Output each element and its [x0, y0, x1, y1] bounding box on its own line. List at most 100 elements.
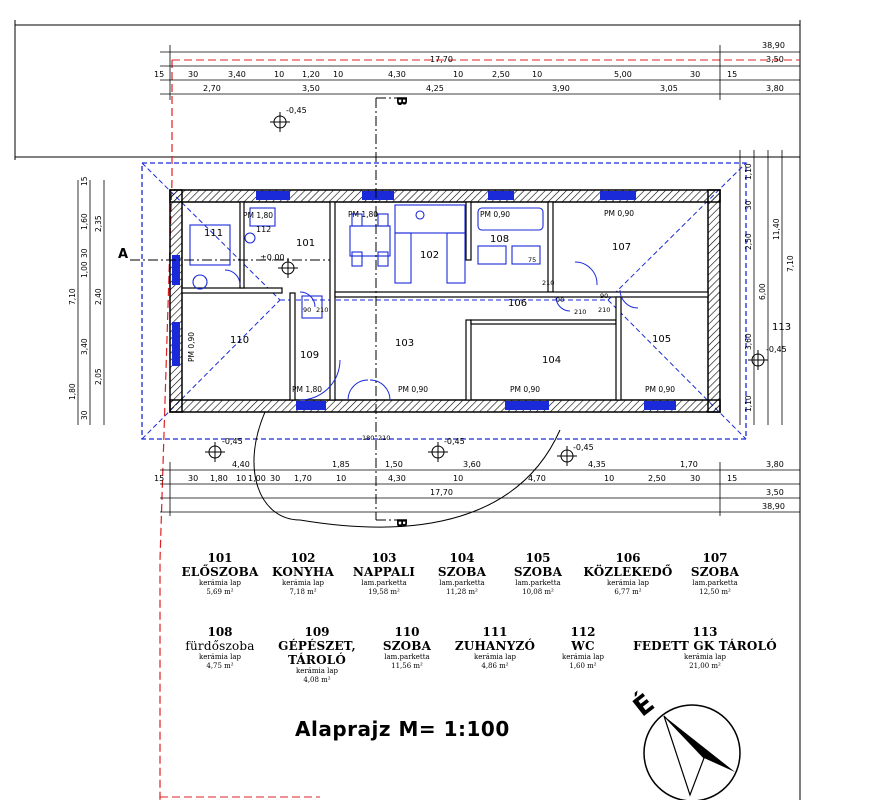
legend-room-109: 109 GÉPÉSZET, TÁROLÓ kerámia lap 4,08 m²	[278, 625, 356, 685]
svg-text:30: 30	[690, 70, 700, 79]
svg-text:4,25: 4,25	[426, 84, 444, 93]
plan-room-108: 108	[490, 234, 509, 245]
section-label-b-top: B	[393, 96, 408, 106]
svg-text:4,30: 4,30	[388, 70, 406, 79]
dimension-lines-top	[160, 45, 800, 100]
plan-room-106: 106	[508, 298, 527, 309]
svg-text:210: 210	[574, 308, 586, 316]
lintel-labels: PM 1,80 PM 1,80 PM 0,90 PM 0,90 PM 1,80 …	[187, 209, 675, 394]
plan-room-101: 101	[296, 238, 315, 249]
svg-text:1,70: 1,70	[294, 474, 312, 483]
svg-text:38,90: 38,90	[762, 502, 785, 511]
plan-room-numbers: 101 102 103 104 105 106 107 108 109 110 …	[204, 225, 791, 366]
plan-room-105: 105	[652, 334, 671, 345]
plan-room-110: 110	[230, 335, 249, 346]
svg-text:30: 30	[744, 200, 753, 210]
svg-text:30: 30	[80, 248, 89, 258]
svg-text:17,70: 17,70	[430, 55, 453, 64]
svg-text:3,50: 3,50	[766, 55, 784, 64]
svg-text:3,60: 3,60	[744, 333, 753, 350]
svg-text:10: 10	[453, 474, 463, 483]
svg-text:PM 1,80: PM 1,80	[348, 210, 378, 219]
svg-text:11,40: 11,40	[772, 218, 781, 240]
windows	[172, 191, 676, 410]
svg-text:PM 0,90: PM 0,90	[645, 385, 675, 394]
svg-text:38,90: 38,90	[762, 41, 785, 50]
svg-text:PM 1,80: PM 1,80	[243, 211, 273, 220]
svg-text:1,85: 1,85	[332, 460, 350, 469]
section-label-a: A	[118, 247, 128, 262]
dimension-lines-sides	[77, 150, 783, 425]
svg-text:210: 210	[316, 306, 328, 314]
door-dimension-labels: 90 210 75 210 90 210 210 90 180 210	[303, 256, 610, 442]
legend-room-105: 105 SZOBA lam.parketta 10,08 m²	[513, 551, 563, 597]
carport-outline	[253, 411, 561, 528]
plot-boundary	[14, 20, 801, 800]
svg-text:15: 15	[80, 176, 89, 186]
svg-text:7,10: 7,10	[786, 255, 795, 272]
svg-text:4,30: 4,30	[388, 474, 406, 483]
svg-text:10: 10	[336, 474, 346, 483]
section-label-b-bottom: B	[393, 518, 408, 528]
svg-text:10: 10	[236, 474, 246, 483]
svg-text:±0,00: ±0,00	[260, 253, 285, 262]
svg-text:1,00: 1,00	[80, 261, 89, 278]
legend-room-103: 103 NAPPALI lam.parketta 19,58 m²	[352, 551, 416, 597]
svg-text:3,60: 3,60	[463, 460, 481, 469]
svg-text:15: 15	[727, 474, 737, 483]
north-label: É	[627, 687, 661, 723]
level-labels: -0,45 ±0,00 -0,45 -0,45 -0,45 -0,45	[222, 106, 787, 452]
svg-text:1,10: 1,10	[744, 395, 753, 412]
svg-text:1,20: 1,20	[302, 70, 320, 79]
bottom-dimension-labels: 4,40 1,85 1,50 3,60 4,35 1,70 3,80 15 30…	[154, 460, 785, 511]
svg-text:2,05: 2,05	[94, 368, 103, 385]
top-dimension-labels: 38,90 3,50 17,70 15 30 3,40 10 1,20 10 4…	[154, 41, 785, 93]
svg-text:17,70: 17,70	[430, 488, 453, 497]
svg-text:-0,45: -0,45	[766, 345, 787, 354]
plan-room-102: 102	[420, 250, 439, 261]
svg-text:2,50: 2,50	[744, 233, 753, 250]
svg-text:6,00: 6,00	[758, 283, 767, 300]
legend-room-106: 106 KÖZLEKEDŐ kerámia lap 6,77 m²	[583, 551, 673, 597]
svg-text:4,35: 4,35	[588, 460, 606, 469]
svg-text:1,80: 1,80	[210, 474, 228, 483]
svg-text:PM 0,90: PM 0,90	[510, 385, 540, 394]
plan-room-109: 109	[300, 350, 319, 361]
svg-text:15: 15	[154, 70, 164, 79]
svg-text:7,10: 7,10	[68, 288, 77, 305]
legend-room-111: 111 ZUHANYZÓ kerámia lap 4,86 m²	[454, 625, 536, 671]
svg-text:2,35: 2,35	[94, 215, 103, 232]
svg-text:PM 0,90: PM 0,90	[398, 385, 428, 394]
svg-text:3,05: 3,05	[660, 84, 678, 93]
plan-room-107: 107	[612, 242, 631, 253]
svg-text:3,40: 3,40	[228, 70, 246, 79]
plan-room-112: 112	[256, 225, 271, 234]
legend-room-112: 112 WC kerámia lap 1,60 m²	[561, 625, 605, 671]
svg-text:15: 15	[727, 70, 737, 79]
svg-text:1,70: 1,70	[680, 460, 698, 469]
section-lines	[130, 97, 400, 521]
svg-text:30: 30	[270, 474, 280, 483]
svg-text:210: 210	[598, 306, 610, 314]
doors	[224, 261, 639, 401]
svg-text:-0,45: -0,45	[222, 437, 243, 446]
legend-room-101: 101 ELŐSZOBA kerámia lap 5,69 m²	[181, 551, 259, 597]
north-arrow-icon: É	[627, 687, 741, 800]
svg-text:10: 10	[453, 70, 463, 79]
svg-text:2,40: 2,40	[94, 288, 103, 305]
svg-text:15: 15	[154, 474, 164, 483]
legend-room-104: 104 SZOBA lam.parketta 11,28 m²	[437, 551, 487, 597]
left-dimension-labels: 15 1,60 2,35 30 1,00 2,40 7,10 3,40 1,80…	[68, 176, 103, 420]
svg-text:90: 90	[303, 306, 311, 314]
svg-text:PM 1,80: PM 1,80	[292, 385, 322, 394]
svg-text:2,50: 2,50	[648, 474, 666, 483]
svg-text:3,80: 3,80	[766, 460, 784, 469]
svg-text:5,00: 5,00	[614, 70, 632, 79]
svg-text:10: 10	[274, 70, 284, 79]
interior-walls	[181, 201, 709, 401]
bathroom-furniture	[189, 207, 544, 319]
svg-text:30: 30	[80, 410, 89, 420]
svg-text:PM 0,90: PM 0,90	[480, 210, 510, 219]
legend-room-107: 107 SZOBA lam.parketta 12,50 m²	[690, 551, 740, 597]
svg-text:1,50: 1,50	[385, 460, 403, 469]
